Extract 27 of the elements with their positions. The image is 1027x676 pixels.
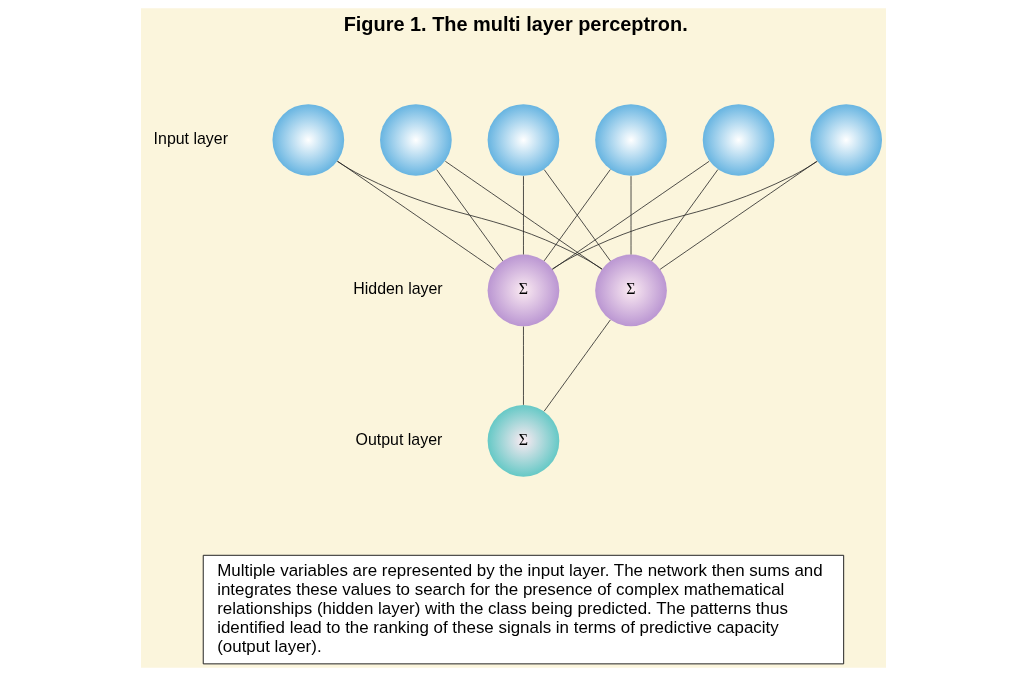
connector [436, 169, 504, 262]
connector [523, 326, 524, 406]
connector [659, 160, 818, 270]
connector [336, 161, 603, 270]
node-circle [810, 104, 882, 176]
node-circle [487, 104, 560, 176]
node-circle [380, 104, 452, 176]
node-circle: Σ [595, 254, 667, 327]
connector [551, 161, 818, 270]
connector [523, 175, 524, 255]
node-circle [702, 104, 775, 176]
connector [337, 160, 495, 270]
connector [651, 169, 719, 262]
connector [552, 160, 710, 270]
node-circle: Σ [487, 254, 560, 327]
connector [543, 169, 611, 262]
diagram-title: Figure 1. The multi layer perceptron. [343, 13, 688, 36]
connector [630, 175, 632, 255]
caption: Multiple variables are represented by the input layer. The network then sums and integrates these values to search for the presence of complex mathematical relationships (hidden layer) with the class being predicted. The patterns thus identified lead to the ranking of these signals in terms of predictive capacity (output layer). [217, 560, 823, 656]
node-circle [272, 104, 345, 176]
label: Output layer [355, 430, 443, 448]
node-circle: Σ [487, 404, 560, 477]
connector [444, 160, 603, 270]
label: Hidden layer [353, 280, 443, 298]
node-circle [595, 104, 667, 176]
label: Input layer [153, 129, 228, 147]
connector [543, 319, 611, 412]
